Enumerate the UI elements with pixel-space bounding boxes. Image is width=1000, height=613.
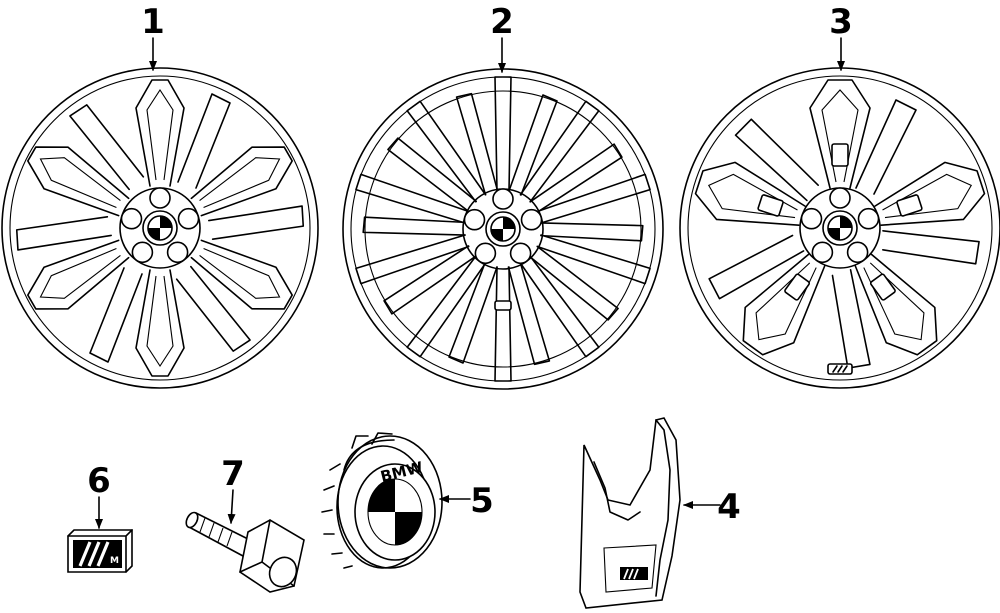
emblem-badge[interactable]: M [67,529,133,573]
callout-3: 3 [829,2,853,42]
badge-lettering: M [110,556,119,566]
lug-bolt[interactable] [184,511,305,593]
callout-6: 6 [87,461,111,501]
wheel-1[interactable] [0,67,323,389]
callout-2: 2 [490,2,514,42]
center-cap[interactable]: BMW [321,432,443,569]
leader-lines [95,37,845,529]
wheel-2[interactable] [342,68,664,390]
callout-4: 4 [717,487,741,527]
callout-7: 7 [221,454,245,494]
mud-flap[interactable] [579,417,681,609]
callout-5: 5 [470,481,494,521]
wheel-3[interactable] [679,67,1000,392]
callout-1: 1 [141,2,165,42]
